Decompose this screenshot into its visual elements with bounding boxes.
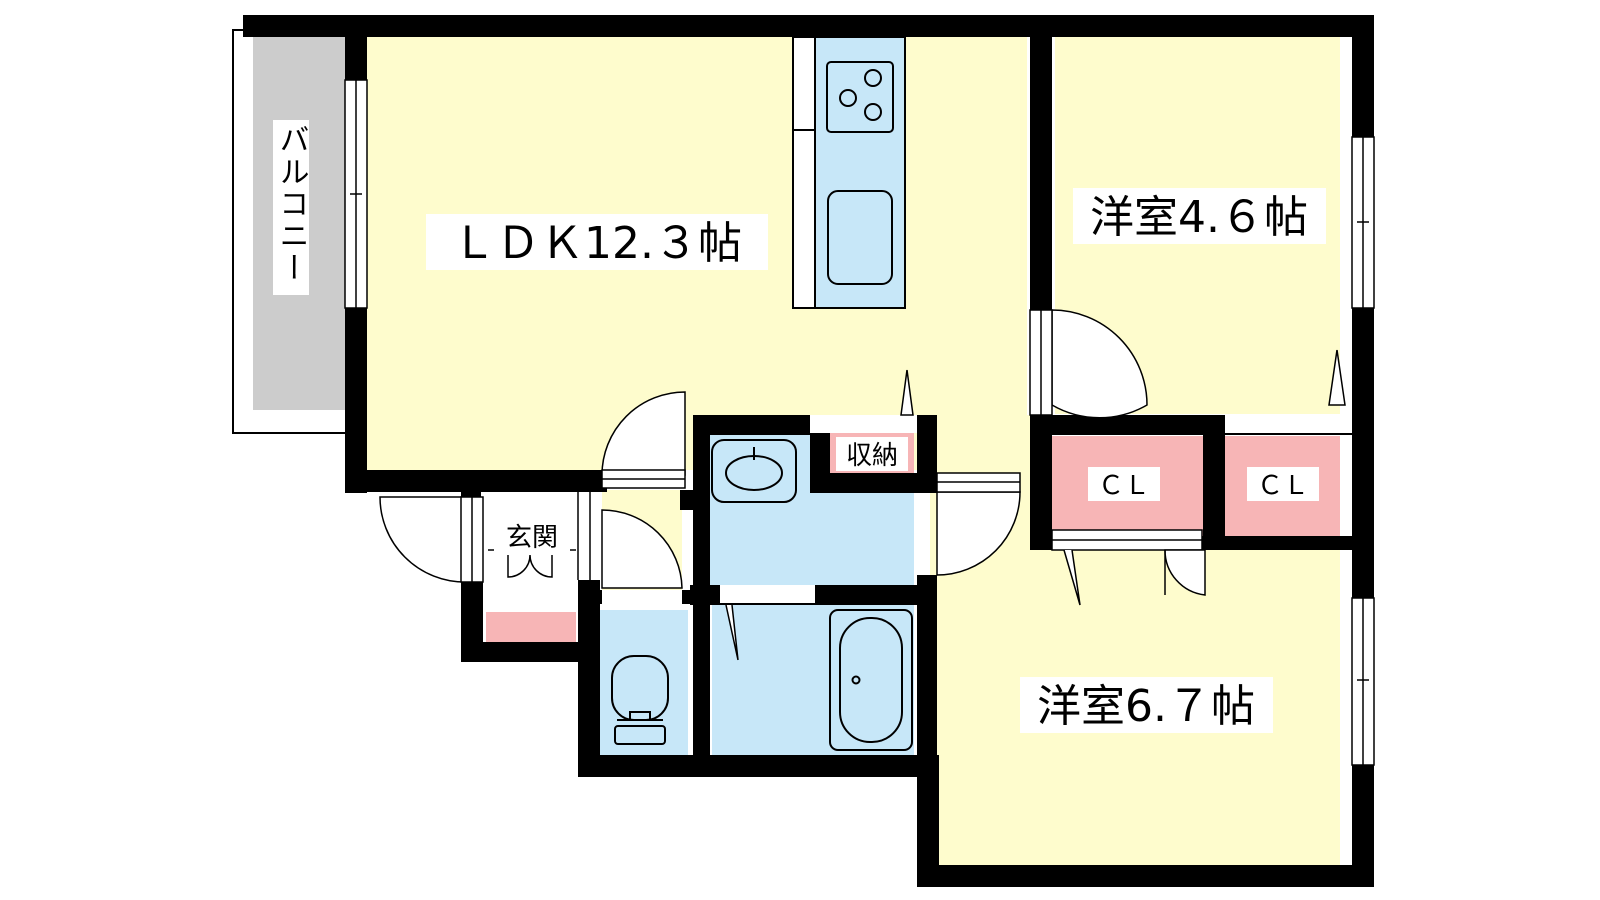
label-entrance-text: 玄関 [506,523,558,553]
label-western-1-text: 洋室4.６帖 [1090,192,1308,243]
washroom-curtain [699,440,708,505]
folding-doors [507,349,1346,661]
label-closet-2-text: ＣＬ [1257,471,1309,501]
bathroom-area [712,605,914,755]
door-ldk[interactable] [601,391,686,476]
bathtub-icon [829,609,913,751]
label-storage-text: 収納 [846,441,898,471]
toilet-area [600,610,688,755]
balcony-railing [232,29,345,434]
windows [344,79,1375,766]
label-balcony: バルコニー [273,120,309,295]
label-storage: 収納 [836,437,908,471]
door-western-1[interactable] [1051,309,1148,419]
shoe-box [486,612,576,642]
door-toilet[interactable] [601,509,683,589]
label-closet-2: ＣＬ [1247,467,1319,501]
label-closet-1: ＣＬ [1088,467,1160,501]
kitchen-counter [815,37,905,308]
label-western-2-text: 洋室6.７帖 [1037,681,1255,732]
label-western-1: 洋室4.６帖 [1073,188,1326,244]
label-ldk: ＬＤＫ12.３帖 [426,214,768,270]
label-closet-1-text: ＣＬ [1098,471,1150,501]
label-entrance: 玄関 [494,518,570,553]
door-closet-1[interactable] [1164,549,1206,596]
kitchen [792,36,906,309]
label-balcony-text: バルコニー [274,124,309,284]
label-western-2: 洋室6.７帖 [1020,677,1273,733]
label-ldk-text: ＬＤＫ12.３帖 [452,218,742,269]
doors [379,309,1206,596]
toilet-icon [611,655,669,745]
wash-basin-icon [711,439,797,503]
door-hall[interactable] [936,491,1021,576]
door-front[interactable] [379,496,466,583]
